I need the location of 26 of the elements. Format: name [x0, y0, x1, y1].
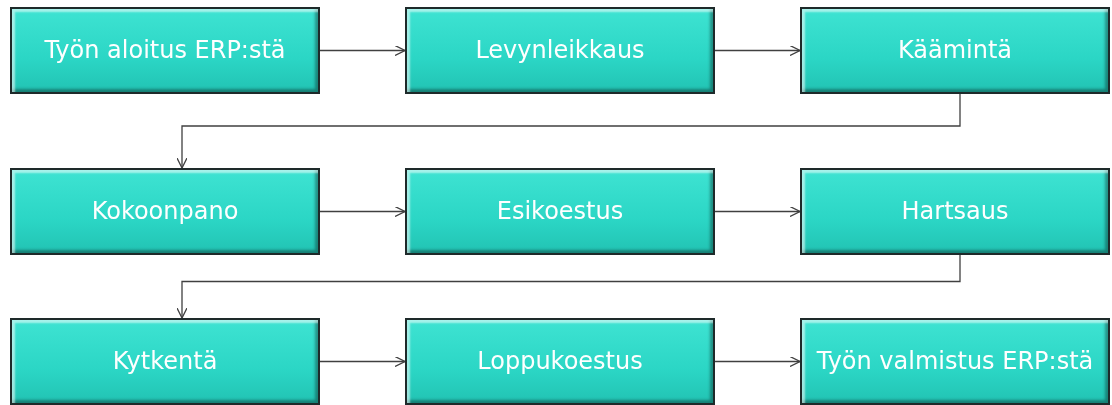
step-label: Hartsaus: [901, 196, 1009, 228]
arrow: [319, 355, 406, 368]
step-label: Työn valmistus ERP:stä: [816, 346, 1094, 378]
step-label: Levynleikkaus: [475, 35, 645, 67]
arrow: [319, 205, 406, 218]
arrow: [176, 93, 961, 169]
arrow: [319, 44, 406, 57]
process-box: [405, 168, 715, 255]
step-label: Loppukoestus: [477, 346, 643, 378]
process-box: [800, 318, 1110, 405]
arrow: [714, 205, 801, 218]
step-label: Esikoestus: [496, 196, 624, 228]
step-label: Käämintä: [897, 35, 1013, 67]
step-label: Työn aloitus ERP:stä: [44, 35, 286, 67]
process-box: [800, 7, 1110, 94]
process-box: [405, 318, 715, 405]
process-box: [10, 168, 320, 255]
process-box: [10, 7, 320, 94]
arrow: [714, 44, 801, 57]
arrow: [176, 254, 961, 319]
step-label: Kokoonpano: [91, 196, 239, 228]
arrow: [714, 355, 801, 368]
process-box: [10, 318, 320, 405]
step-label: Kytkentä: [112, 346, 218, 378]
process-box: [800, 168, 1110, 255]
process-box: [405, 7, 715, 94]
